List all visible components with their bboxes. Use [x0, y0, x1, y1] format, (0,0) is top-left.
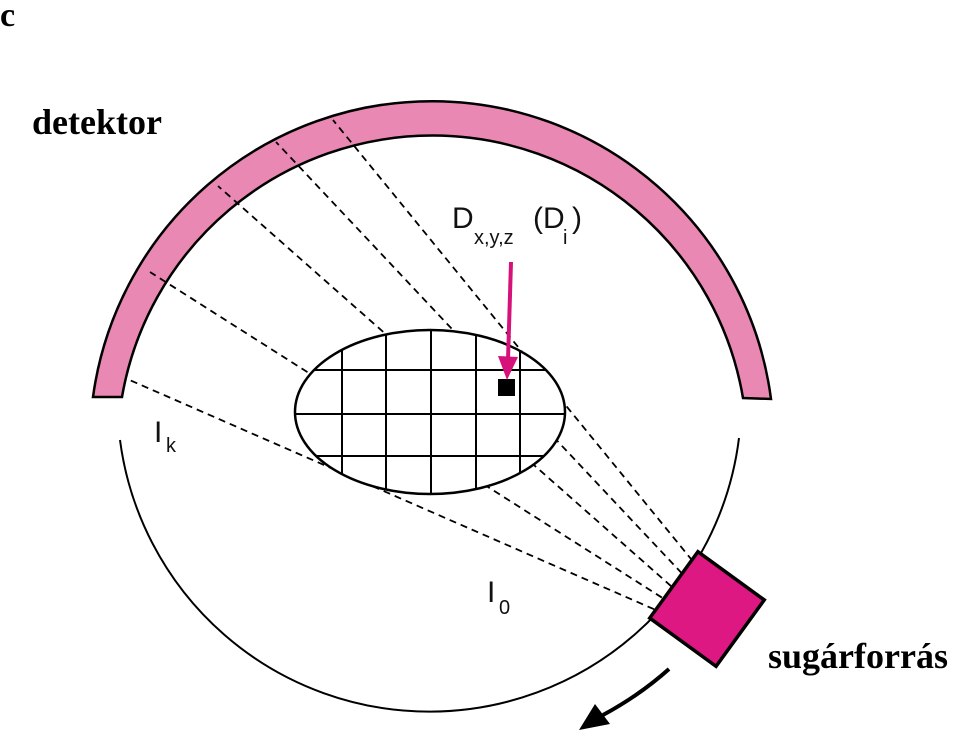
- beam-line: [332, 119, 701, 571]
- detector-arc: [91, 99, 773, 401]
- svg-text:): ): [572, 202, 582, 235]
- rotation-direction-arrow: [579, 667, 671, 730]
- beam-line: [217, 185, 681, 595]
- source-label: sugárforrás: [768, 636, 948, 676]
- object-cross-section: [293, 328, 567, 496]
- voxel-pointer-arrow: [498, 261, 518, 380]
- svg-text:0: 0: [499, 597, 510, 619]
- selected-voxel: [498, 379, 515, 396]
- voxel-grid: [295, 330, 565, 494]
- beam-line: [124, 377, 666, 615]
- object-outline: [293, 328, 567, 496]
- svg-text:D: D: [452, 202, 474, 235]
- initial-intensity-label: I 0: [487, 576, 510, 619]
- panel-letter: c: [0, 0, 15, 34]
- svg-text:k: k: [166, 435, 177, 457]
- svg-text:i: i: [563, 227, 567, 249]
- voxel-density-label: D x,y,z (D i ): [452, 202, 582, 249]
- x-ray-source: [647, 549, 767, 669]
- detector-label: detektor: [32, 102, 162, 142]
- svg-text:x,y,z: x,y,z: [474, 227, 514, 249]
- svg-text:I: I: [487, 576, 495, 609]
- svg-text:(D: (D: [533, 202, 565, 235]
- attenuated-intensity-label: I k: [154, 416, 177, 457]
- svg-text:I: I: [154, 416, 162, 449]
